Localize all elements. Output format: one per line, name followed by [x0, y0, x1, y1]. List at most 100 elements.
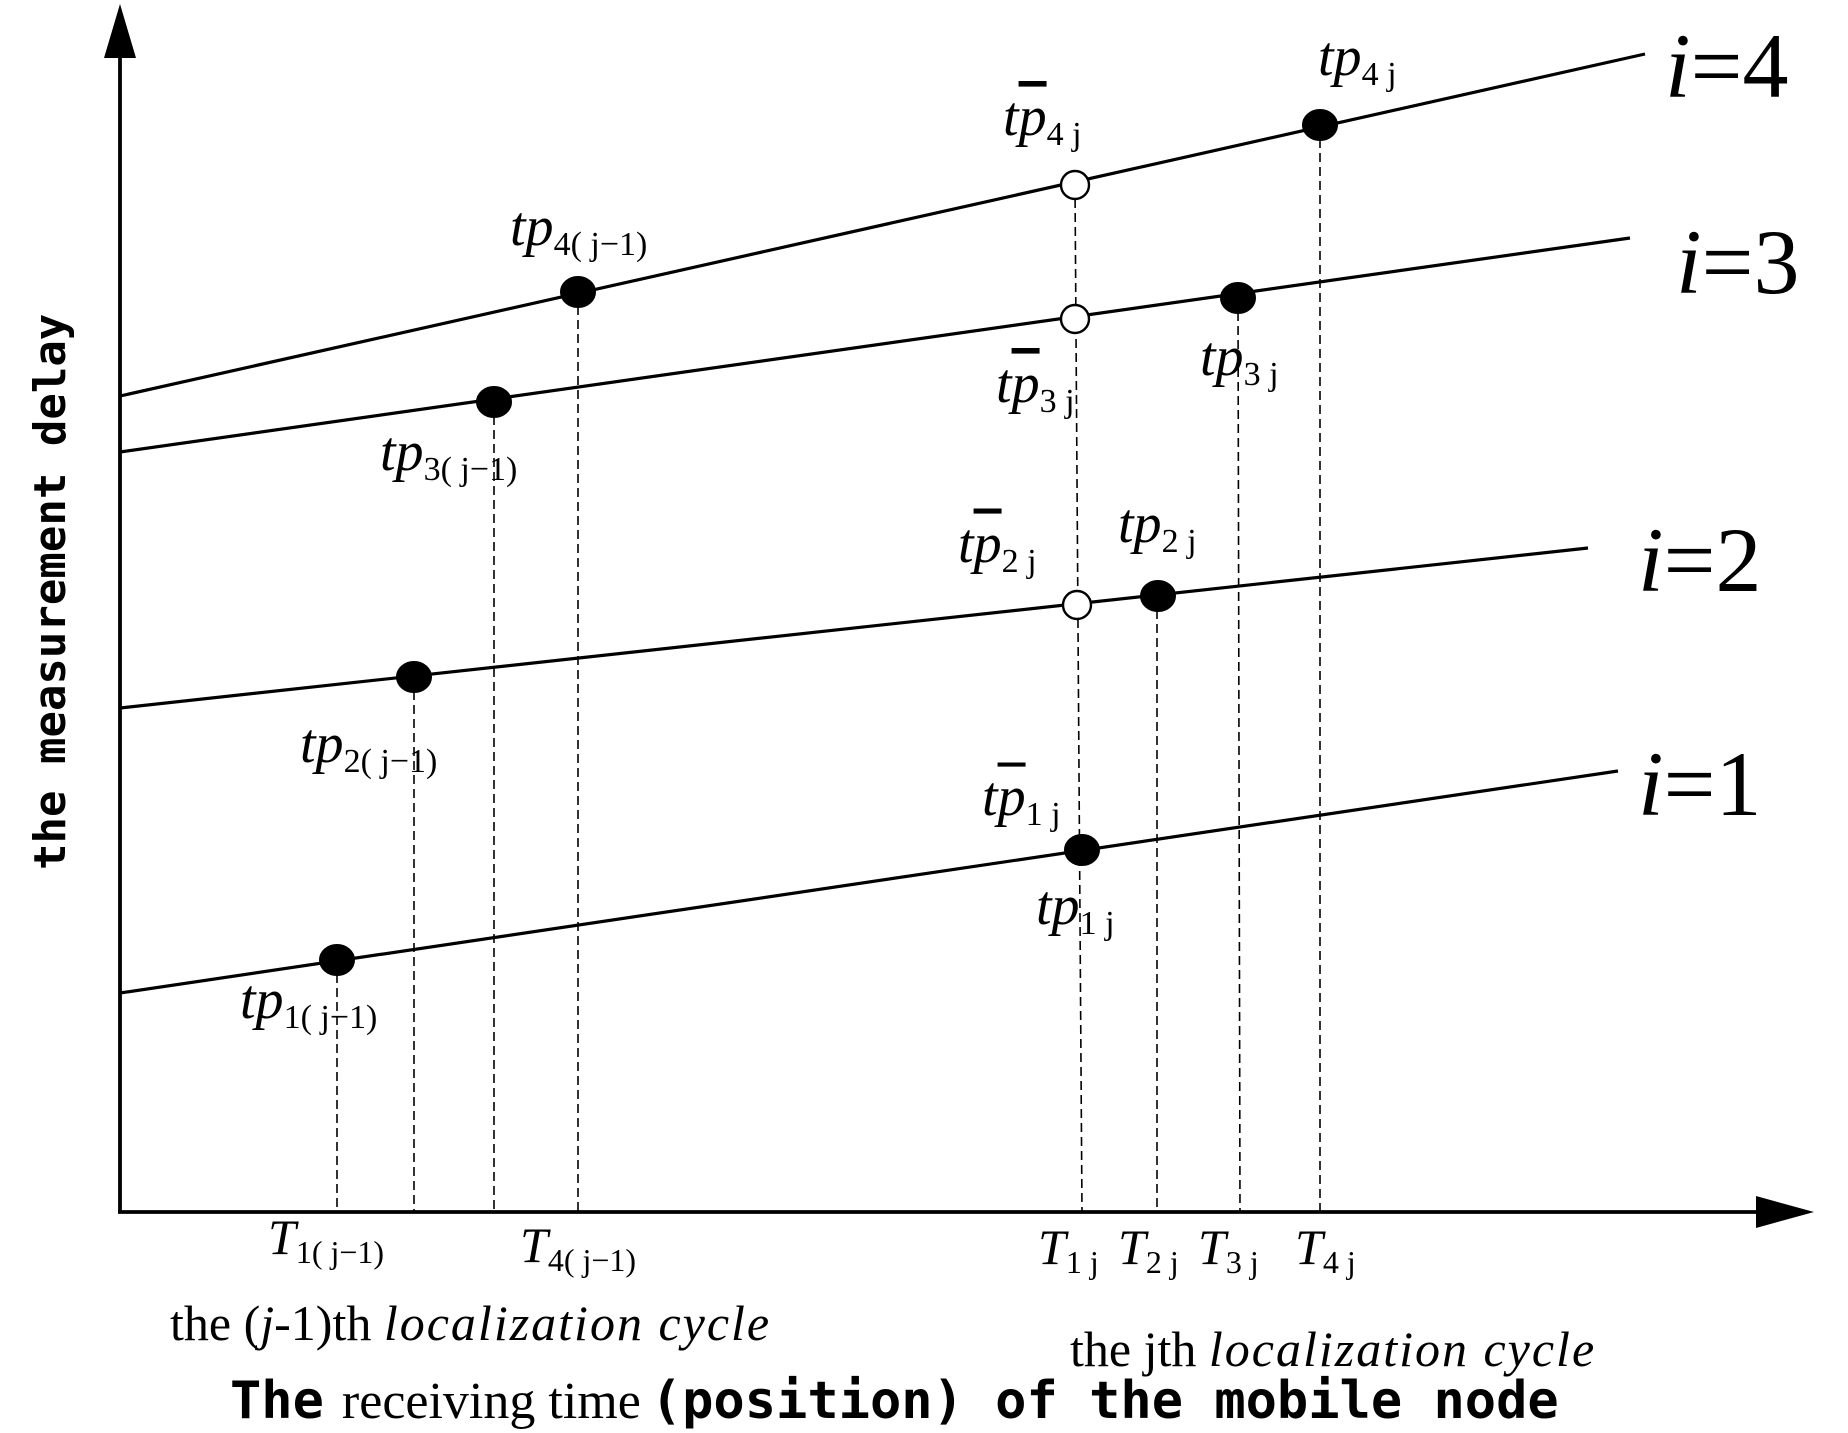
estimated-points — [1059, 169, 1093, 621]
line-label-i4: i=4 — [1665, 15, 1788, 117]
line-label-i3: i=3 — [1676, 211, 1799, 313]
y-axis-title: the measurement delay — [25, 314, 76, 870]
label-tp2-j: tp2 j — [1118, 493, 1197, 560]
point-tpbar3-j — [1059, 303, 1091, 335]
tick-T4-j-sub: 4 j — [1323, 1244, 1356, 1280]
line-label-i1-var: i — [1638, 733, 1664, 835]
caption-curr-pre: the jth — [1070, 1321, 1209, 1377]
point-tp1-prev — [319, 944, 355, 976]
label-tpbar4-j: tp4 j — [1003, 86, 1082, 153]
tick-T3-j-sub: 3 j — [1226, 1244, 1259, 1280]
label-tp2-prev: tp2( j−1) — [300, 713, 437, 780]
x-axis-title: The receiving time(position) of the mobil… — [230, 1371, 1559, 1431]
tick-T2-j: T2 j — [1118, 1219, 1179, 1280]
label-tpbar3-j: tp3 j — [996, 353, 1075, 420]
label-tp4-prev: tp4( j−1) — [510, 196, 647, 263]
line-label-i2-rest: =2 — [1664, 509, 1762, 611]
delay-line-i4 — [119, 52, 1646, 398]
cycle-captions: the (j-1)th localization cycle the jth l… — [170, 1295, 1596, 1377]
tick-T4-prev: T4( j−1) — [520, 1217, 636, 1278]
tick-T1-j-base: T — [1038, 1219, 1069, 1275]
estimated-point-labels: tp4 j tp3 j tp2 j tp1 j — [958, 86, 1082, 833]
x-axis-title-suffix: (position) of the mobile node — [651, 1371, 1559, 1431]
label-tp3-j-sub: 3 j — [1244, 356, 1279, 393]
x-axis-title-serif: receiving time — [342, 1373, 641, 1430]
delay-lines — [119, 52, 1646, 995]
label-tpbar2-j-t: t — [958, 513, 975, 575]
label-tp4-j-base: tp — [1318, 26, 1362, 88]
label-tp1-j-sub: 1 j — [1080, 905, 1115, 942]
point-tp3-j — [1220, 282, 1256, 314]
tick-T3-j-base: T — [1198, 1219, 1229, 1275]
label-tp4-j-sub: 4 j — [1362, 56, 1397, 93]
label-tp4-prev-sub: 4( j−1) — [554, 226, 648, 263]
measured-points — [319, 109, 1338, 976]
point-tp2-j — [1140, 580, 1176, 612]
label-tp3-prev-base: tp — [380, 421, 424, 483]
label-tpbar2-j-sub: 2 j — [1002, 543, 1037, 580]
point-tpbar4-j — [1059, 169, 1091, 201]
tick-T4-prev-sub: 4( j−1) — [548, 1242, 636, 1278]
line-label-i2-var: i — [1638, 509, 1664, 611]
tick-T1-prev-base: T — [268, 1209, 299, 1265]
tick-T1-j-sub: 1 j — [1066, 1244, 1099, 1280]
line-labels: i=4 i=3 i=2 i=1 — [1638, 15, 1799, 835]
x-tick-labels: T1( j−1) T4( j−1) T1 j T2 j T3 j T4 j — [268, 1209, 1356, 1280]
label-tp3-prev-sub: 3( j−1) — [424, 451, 518, 488]
line-label-i3-rest: =3 — [1702, 211, 1800, 313]
line-label-i1-rest: =1 — [1664, 733, 1762, 835]
tick-T4-j-base: T — [1295, 1219, 1326, 1275]
label-tp3-j-base: tp — [1200, 326, 1244, 388]
tick-T2-j-sub: 2 j — [1146, 1244, 1179, 1280]
axes — [104, 4, 1814, 1228]
line-label-i2: i=2 — [1638, 509, 1761, 611]
delay-line-i1 — [119, 769, 1619, 995]
label-tp3-j: tp3 j — [1200, 326, 1279, 393]
guide-T3-j — [1237, 297, 1241, 1213]
label-tpbar3-j-t: t — [996, 353, 1013, 415]
caption-prev-pre: the ( — [170, 1295, 260, 1351]
y-axis-arrowhead — [104, 4, 136, 58]
point-tp2-prev — [396, 661, 432, 693]
point-tp1-j — [1064, 834, 1100, 866]
label-tp2-j-sub: 2 j — [1162, 523, 1197, 560]
x-axis-arrowhead — [1756, 1196, 1814, 1228]
label-tpbar3-j-sub: 3 j — [1040, 383, 1075, 420]
guide-T1-j — [1074, 184, 1083, 1213]
line-label-i4-rest: =4 — [1691, 15, 1789, 117]
label-tpbar1-j-t: t — [982, 766, 999, 828]
label-tpbar3-j-p: p — [1008, 353, 1040, 415]
point-labels: tp4 j tp4( j−1) tp3( j−1) tp3 j tp2 j tp… — [240, 26, 1397, 1036]
label-tp1-prev: tp1( j−1) — [240, 969, 377, 1036]
label-tp1-prev-base: tp — [240, 969, 284, 1031]
label-tpbar4-j-t: t — [1003, 86, 1020, 148]
point-tp4-prev — [560, 276, 596, 308]
line-label-i3-var: i — [1676, 211, 1702, 313]
point-tpbar2-j — [1061, 589, 1093, 621]
label-tpbar2-j: tp2 j — [958, 513, 1037, 580]
label-tpbar4-j-p: p — [1015, 86, 1047, 148]
label-tpbar4-j-sub: 4 j — [1047, 116, 1082, 153]
caption-curr-italic: localization cycle — [1209, 1321, 1596, 1377]
label-tp2-prev-sub: 2( j−1) — [344, 743, 438, 780]
label-tpbar1-j-sub: 1 j — [1026, 796, 1061, 833]
x-axis-title-prefix: The — [230, 1371, 324, 1431]
caption-curr-cycle: the jth localization cycle — [1070, 1321, 1596, 1377]
label-tp2-j-base: tp — [1118, 493, 1162, 555]
label-tp4-prev-base: tp — [510, 196, 554, 258]
tick-T4-prev-base: T — [520, 1217, 551, 1273]
caption-prev-italic: localization cycle — [384, 1295, 771, 1351]
caption-prev-mid: -1)th — [274, 1295, 384, 1351]
tick-T2-j-base: T — [1118, 1219, 1149, 1275]
line-label-i4-var: i — [1665, 15, 1691, 117]
y-axis-title-text: the measurement delay — [25, 314, 76, 870]
tick-T1-prev: T1( j−1) — [268, 1209, 384, 1270]
tick-T1-j: T1 j — [1038, 1219, 1099, 1280]
point-tp4-j — [1302, 109, 1338, 141]
caption-prev-cycle: the (j-1)th localization cycle — [170, 1295, 771, 1351]
label-tp1-j: tp1 j — [1036, 875, 1115, 942]
delay-line-i2 — [119, 546, 1589, 710]
line-label-i1: i=1 — [1638, 733, 1761, 835]
label-tpbar1-j-p: p — [994, 766, 1026, 828]
